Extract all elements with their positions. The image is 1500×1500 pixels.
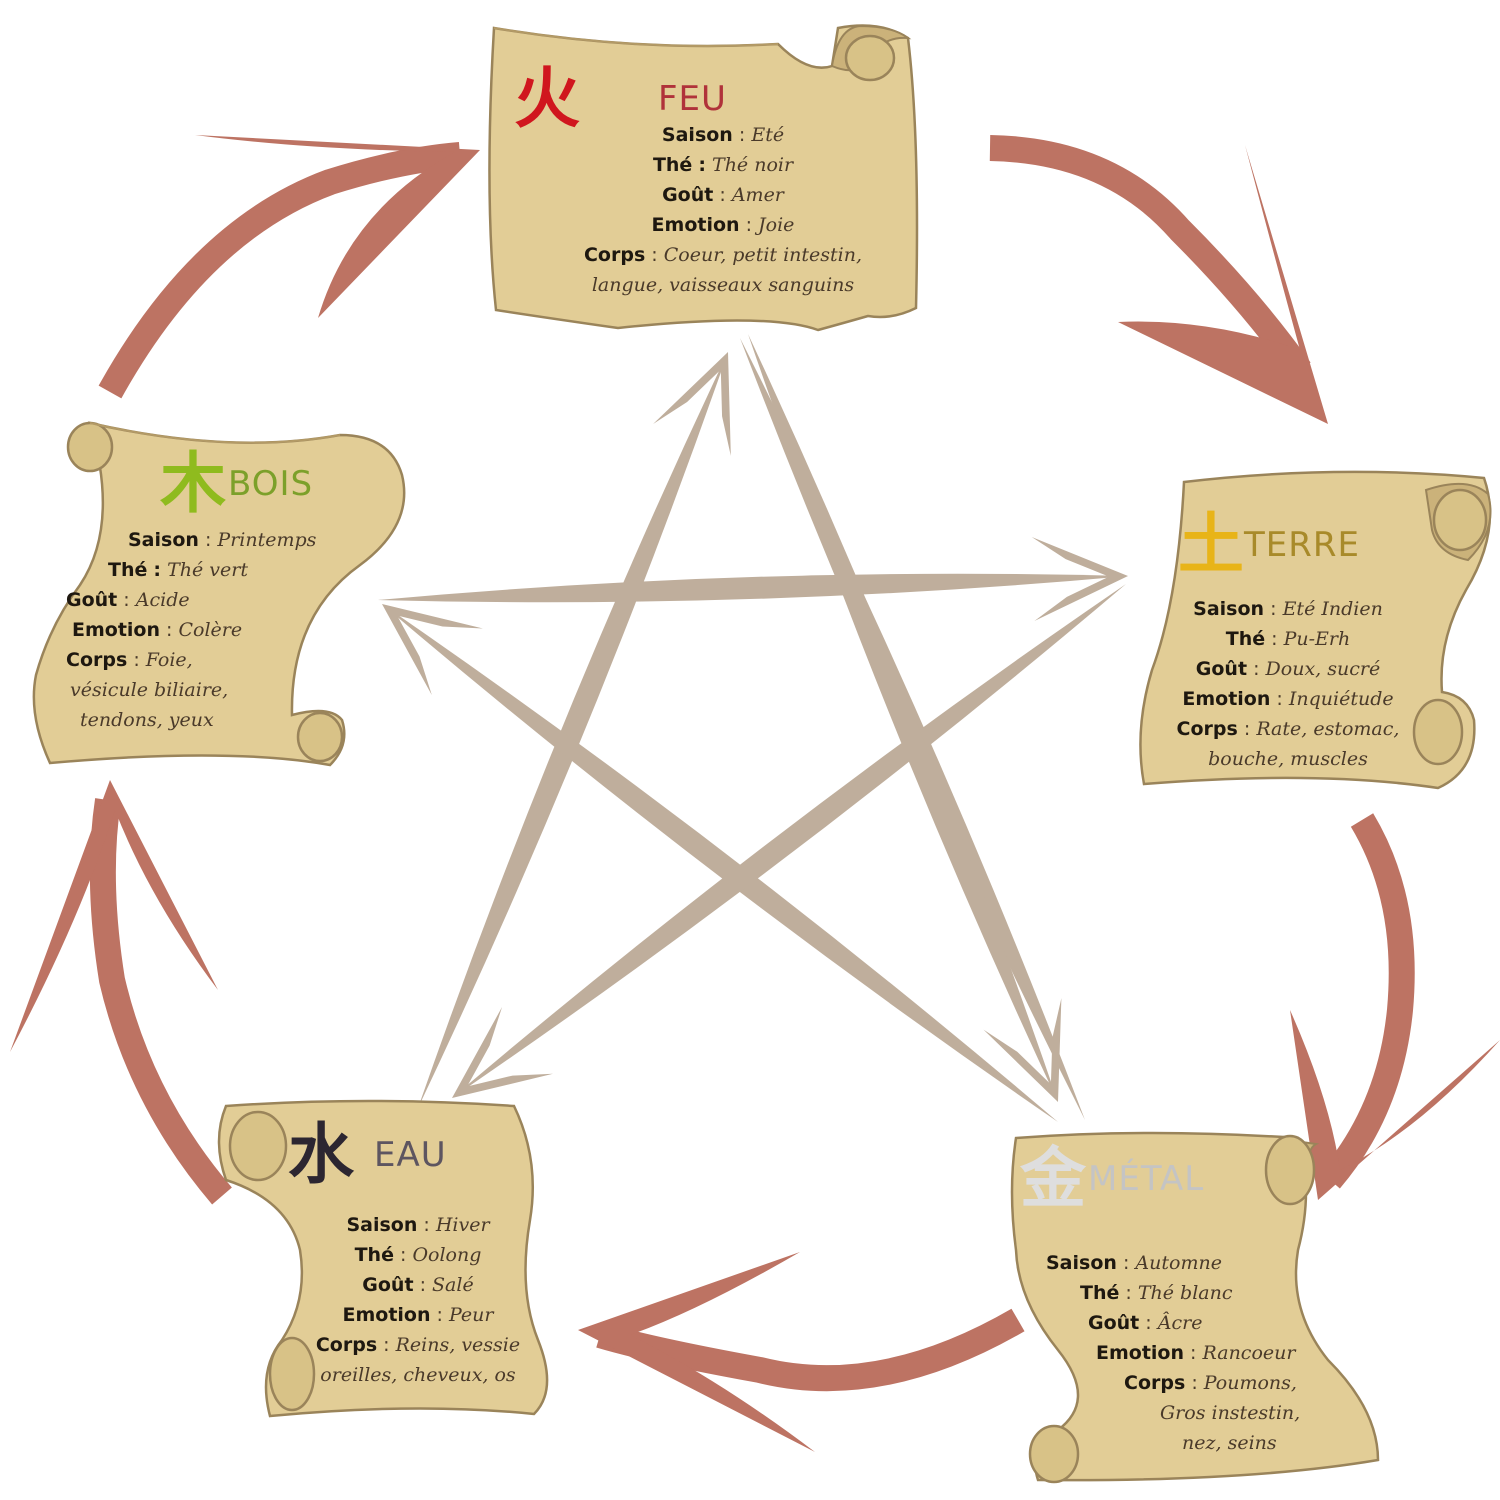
star-arrow-to-metal-head: [983, 998, 1062, 1102]
body-row-3: tendons, yeux: [80, 709, 214, 731]
body-row: Corps : Poumons,: [1124, 1372, 1297, 1394]
element-name-feu: FEU: [658, 79, 727, 119]
body-row: Corps : Reins, vessie: [315, 1334, 521, 1356]
cycle-arrow-feu-to-terre: [989, 135, 1311, 378]
earth-glyph-icon: 土: [1178, 506, 1244, 583]
cycle-arrow-feu-to-terre-head: [1118, 145, 1328, 424]
element-name-terre: TERRE: [1244, 525, 1360, 565]
generating-cycle-arrows: [10, 135, 1500, 1452]
element-name-eau: EAU: [374, 1135, 447, 1175]
emotion-row: Emotion : Colère: [72, 619, 243, 641]
details-terre: Saison : Eté Indien Thé : Pu-Erh Goût : …: [1138, 594, 1438, 774]
header-terre: 土 TERRE: [1178, 510, 1360, 580]
water-glyph-icon: 水: [288, 1116, 354, 1193]
tea-row: Thé : Thé blanc: [1080, 1282, 1233, 1304]
cycle-arrow-terre-to-metal: [1320, 813, 1415, 1189]
taste-row: Goût : Amer: [662, 184, 784, 206]
details-bois: Saison : Printemps Thé : Thé vert Goût :…: [30, 525, 390, 735]
body-row-2: bouche, muscles: [1208, 748, 1368, 770]
tea-row: Thé : Oolong: [354, 1244, 482, 1266]
body-row-2: Gros instestin,: [1160, 1402, 1301, 1424]
body-row: Corps : Foie,: [66, 649, 193, 671]
cycle-arrow-eau-to-bois-head: [10, 780, 218, 1052]
element-name-metal: MÉTAL: [1088, 1159, 1205, 1199]
body-row-2: langue, vaisseaux sanguins: [591, 274, 855, 296]
header-eau: 水 EAU: [288, 1120, 447, 1190]
parchment-shape: [32, 421, 406, 767]
body-row: Corps : Rate, estomac,: [1176, 718, 1400, 740]
star-arrow-to-eau-head: [452, 1006, 554, 1098]
control-cycle-star-arrows: [378, 334, 1128, 1122]
scroll-terre: 土 TERRE Saison : Eté Indien Thé : Pu-Erh…: [1138, 470, 1500, 795]
star-arrow-to-bois: [382, 604, 1058, 1122]
parchment-shape: [1139, 470, 1492, 790]
body-row-2: vésicule biliaire,: [70, 679, 229, 701]
details-metal: Saison : Automne Thé : Thé blanc Goût : …: [998, 1248, 1398, 1458]
star-arrow-to-bois-head: [382, 604, 483, 696]
star-arrow-eau-to-feu-head: [653, 352, 731, 456]
tea-row: Thé : Pu-Erh: [1225, 628, 1351, 650]
cycle-arrow-bois-to-feu: [98, 142, 462, 399]
season-row: Saison : Automne: [1046, 1252, 1222, 1274]
scroll-feu: 火 FEU Saison : Eté Thé : Thé noir Goût :…: [488, 18, 928, 338]
taste-row: Goût : Doux, sucré: [1195, 658, 1381, 680]
parchment-shape: [217, 1099, 549, 1418]
scroll-metal: 金 MÉTAL Saison : Automne Thé : Thé blanc…: [998, 1130, 1398, 1488]
emotion-row: Emotion : Peur: [342, 1304, 494, 1326]
emotion-row: Emotion : Rancoeur: [1096, 1342, 1296, 1364]
star-arrow-to-terre: [378, 573, 1128, 603]
emotion-row: Emotion : Joie: [651, 214, 795, 236]
emotion-row: Emotion : Inquiétude: [1182, 688, 1394, 710]
body-row-3: nez, seins: [1182, 1432, 1277, 1454]
cycle-arrow-eau-to-bois: [89, 798, 232, 1205]
details-feu: Saison : Eté Thé : Thé noir Goût : Amer …: [548, 120, 898, 300]
star-arrow-to-metal: [748, 334, 1058, 1102]
wood-glyph-icon: 木: [160, 445, 226, 522]
scroll-bois: 木 BOIS Saison : Printemps Thé : Thé vert…: [30, 415, 410, 770]
taste-row: Goût : Âcre: [1088, 1312, 1203, 1334]
header-metal: 金 MÉTAL: [1020, 1144, 1204, 1214]
star-arrow-to-eau: [452, 584, 1126, 1098]
season-row: Saison : Printemps: [128, 529, 317, 551]
header-bois: 木 BOIS: [160, 449, 313, 519]
element-name-bois: BOIS: [228, 464, 314, 504]
taste-row: Goût : Salé: [362, 1274, 474, 1296]
star-arrow-to-terre-head: [1031, 537, 1128, 622]
details-eau: Saison : Hiver Thé : Oolong Goût : Salé …: [288, 1210, 548, 1390]
metal-glyph-icon: 金: [1020, 1140, 1086, 1217]
cycle-arrow-bois-to-feu-head: [195, 135, 480, 318]
fire-glyph-icon: 火: [514, 60, 580, 137]
body-row-2: oreilles, cheveux, os: [320, 1364, 516, 1386]
season-row: Saison : Hiver: [346, 1214, 490, 1236]
tea-row: Thé : Thé vert: [108, 559, 248, 581]
parchment-shape: [1010, 1131, 1380, 1484]
tea-row: Thé : Thé noir: [652, 154, 794, 176]
body-row: Corps : Coeur, petit intestin,: [583, 244, 863, 266]
cycle-arrow-metal-to-eau-head: [578, 1252, 815, 1452]
season-row: Saison : Eté Indien: [1193, 598, 1383, 620]
season-row: Saison : Eté: [661, 124, 785, 146]
header-feu: 火 FEU: [514, 64, 727, 134]
scroll-eau: 水 EAU Saison : Hiver Thé : Oolong Goût :…: [217, 1099, 568, 1420]
taste-row: Goût : Acide: [66, 589, 190, 611]
parchment-shape: [488, 24, 919, 332]
star-arrow-eau-to-feu: [418, 352, 728, 1108]
